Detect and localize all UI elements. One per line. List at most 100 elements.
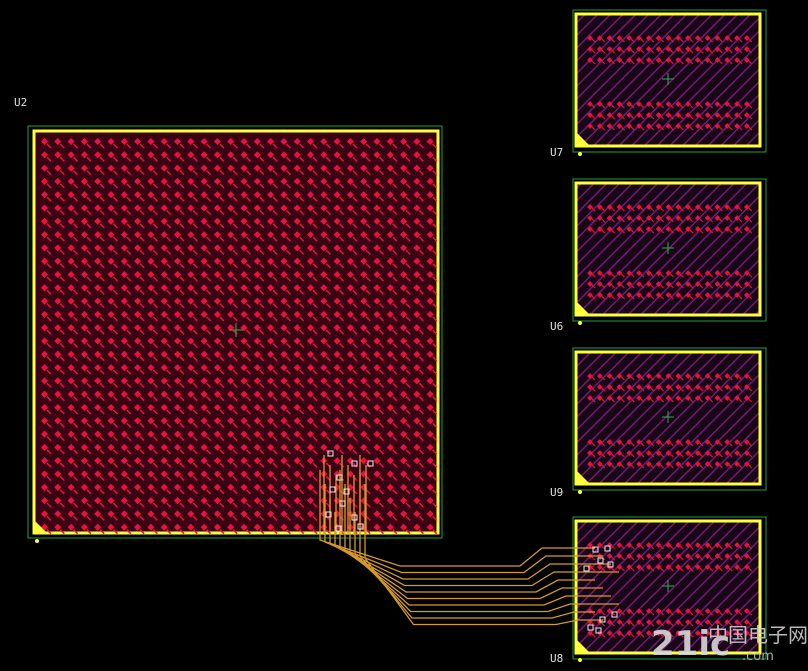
pad-escape (405, 236, 411, 242)
chip-pad (694, 461, 701, 467)
pad-escape (405, 342, 411, 349)
pad-escape (192, 369, 198, 375)
pad-escape (219, 156, 225, 162)
bga-pad (400, 457, 408, 465)
chip-pad (606, 226, 613, 232)
bga-pad (200, 483, 208, 491)
bga-pad (333, 151, 341, 159)
bga-pad (293, 377, 301, 385)
chip-pad (626, 608, 633, 614)
chip-pad (616, 101, 623, 107)
chip-pad (724, 373, 731, 379)
bga-pad (306, 523, 315, 531)
pad-escape (418, 356, 424, 362)
pad-escape (352, 183, 358, 189)
pad-escape (620, 545, 625, 550)
pad-escape (650, 453, 655, 458)
pad-escape (219, 529, 225, 535)
pad-escape (59, 475, 65, 482)
bga-pad (107, 231, 115, 239)
bga-pad (320, 137, 328, 146)
bga-pad (200, 244, 208, 252)
chip-pad (645, 542, 652, 548)
pad-escape (272, 276, 278, 282)
pad-escape (709, 284, 714, 289)
chip-pad (596, 226, 603, 232)
chip-pad (685, 292, 691, 298)
pad-escape (748, 126, 753, 131)
pad-escape (352, 382, 358, 388)
pad-escape (339, 316, 345, 322)
pad-escape (699, 464, 704, 469)
pad-escape (219, 329, 225, 335)
bga-pad (386, 164, 394, 172)
chip-pad (616, 226, 623, 232)
pad-escape (748, 284, 753, 289)
bga-pad (187, 390, 195, 398)
bga-pad (134, 457, 142, 465)
pad-escape (139, 276, 145, 282)
bga-pad (280, 403, 288, 412)
pad-escape (709, 387, 714, 392)
component-u6[interactable]: U6 (550, 178, 767, 333)
pad-escape (325, 329, 331, 335)
pad-escape (640, 376, 645, 381)
u9-pin1-marker (576, 470, 590, 484)
bga-pad (173, 257, 182, 265)
pad-escape (73, 529, 79, 535)
pad-escape (179, 143, 185, 149)
pad-escape (259, 436, 265, 442)
pad-escape (285, 409, 291, 415)
bga-pad (293, 231, 301, 239)
chip-pad (645, 619, 652, 625)
pad-escape (59, 409, 65, 415)
bga-pad (386, 217, 394, 225)
pad-escape (591, 567, 596, 572)
pad-escape (728, 38, 733, 43)
bga-pad (426, 417, 434, 425)
pad-escape (365, 263, 371, 269)
pad-escape (73, 342, 79, 349)
component-u9[interactable]: U9 (550, 347, 767, 499)
component-u8[interactable]: U8 (550, 516, 767, 665)
component-u7[interactable]: U7 (550, 9, 767, 159)
bga-pad (173, 350, 182, 358)
bga-pad (413, 297, 421, 305)
u2-courtyard (27, 125, 443, 539)
pad-escape (418, 342, 424, 349)
bga-pad (227, 217, 235, 225)
bga-pad (386, 523, 394, 531)
pad-escape (86, 489, 92, 495)
pad-escape (405, 303, 411, 309)
pad-escape (378, 329, 385, 335)
bga-pad (293, 191, 301, 199)
pad-escape (738, 115, 743, 120)
bga-pad (40, 403, 49, 412)
component-u2[interactable]: U2 (14, 96, 443, 543)
bga-pad (413, 324, 421, 332)
chip-pad (704, 35, 711, 41)
pad-escape (660, 556, 665, 561)
pad-escape (219, 436, 225, 442)
bga-pad (426, 137, 434, 146)
bga-pad (413, 310, 421, 318)
pad-escape (679, 295, 684, 300)
bga-pad (426, 191, 434, 199)
pad-escape (728, 398, 733, 403)
chip-pad (714, 439, 721, 445)
bga-pad (54, 257, 62, 265)
pad-escape (611, 229, 616, 234)
bga-pad (107, 310, 115, 318)
pad-escape (679, 556, 684, 561)
pad-escape (339, 249, 345, 255)
pad-escape (352, 170, 358, 176)
pad-escape (640, 49, 645, 54)
pad-escape (126, 303, 132, 309)
bga-pad (107, 324, 115, 332)
pad-escape (219, 276, 225, 282)
pad-escape (601, 104, 606, 109)
bga-pad (200, 324, 208, 332)
pad-escape (152, 396, 158, 402)
pad-escape (179, 382, 185, 388)
pad-escape (728, 453, 733, 458)
